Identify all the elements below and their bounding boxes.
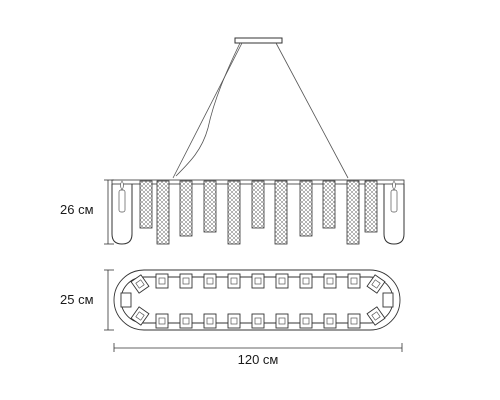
width-dimension-label: 120 см — [238, 352, 279, 367]
chandelier-top-view: 25 см — [60, 269, 401, 331]
crystal-block — [227, 313, 241, 329]
crystal-block — [155, 313, 169, 329]
left-candle-lamp — [111, 180, 133, 245]
depth-dimension-label: 25 см — [60, 292, 94, 307]
crystal-block — [179, 313, 193, 329]
height-dimension-label: 26 см — [60, 202, 94, 217]
racetrack-ring — [113, 269, 401, 331]
crystal-panel — [299, 180, 313, 237]
width-dimension-line — [113, 343, 403, 352]
crystal-panel — [346, 180, 360, 245]
crystal-block — [179, 273, 193, 289]
crystal-panel — [179, 180, 193, 237]
crystal-block — [130, 306, 150, 326]
crystal-panel — [322, 180, 336, 229]
crystal-block — [203, 273, 217, 289]
crystal-panel — [274, 180, 288, 245]
crystal-block — [203, 313, 217, 329]
crystal-block — [366, 306, 386, 326]
right-lamp-flame-icon — [392, 180, 396, 191]
crystal-block — [323, 273, 337, 289]
crystal-block — [251, 313, 265, 329]
crystal-block — [366, 274, 386, 294]
right-candle-lamp — [383, 180, 405, 245]
crystal-block — [227, 273, 241, 289]
crystal-panel — [251, 180, 265, 229]
crystal-block — [299, 313, 313, 329]
crystal-block — [347, 313, 361, 329]
crystal-panel — [156, 180, 170, 245]
crystal-block — [323, 313, 337, 329]
crystal-block — [155, 273, 169, 289]
crystal-panels — [139, 180, 378, 245]
crystal-block — [130, 274, 150, 294]
crystal-block — [251, 273, 265, 289]
crystal-block — [275, 313, 289, 329]
height-dimension-line — [104, 179, 114, 245]
top-view-crystal-blocks — [130, 273, 386, 329]
ceiling-canopy — [234, 37, 283, 44]
crystal-block — [347, 273, 361, 289]
left-end-lamp-fixture — [120, 292, 132, 308]
left-lamp-flame-icon — [120, 180, 124, 191]
right-end-lamp-fixture — [382, 292, 394, 308]
crystal-panel — [139, 180, 153, 229]
depth-dimension-line — [104, 269, 114, 331]
chandelier-side-view: 26 см — [60, 179, 405, 245]
suspension-cables — [172, 42, 349, 179]
crystal-panel — [364, 180, 378, 233]
crystal-panel — [227, 180, 241, 245]
crystal-block — [275, 273, 289, 289]
crystal-panel — [203, 180, 217, 233]
crystal-block — [299, 273, 313, 289]
